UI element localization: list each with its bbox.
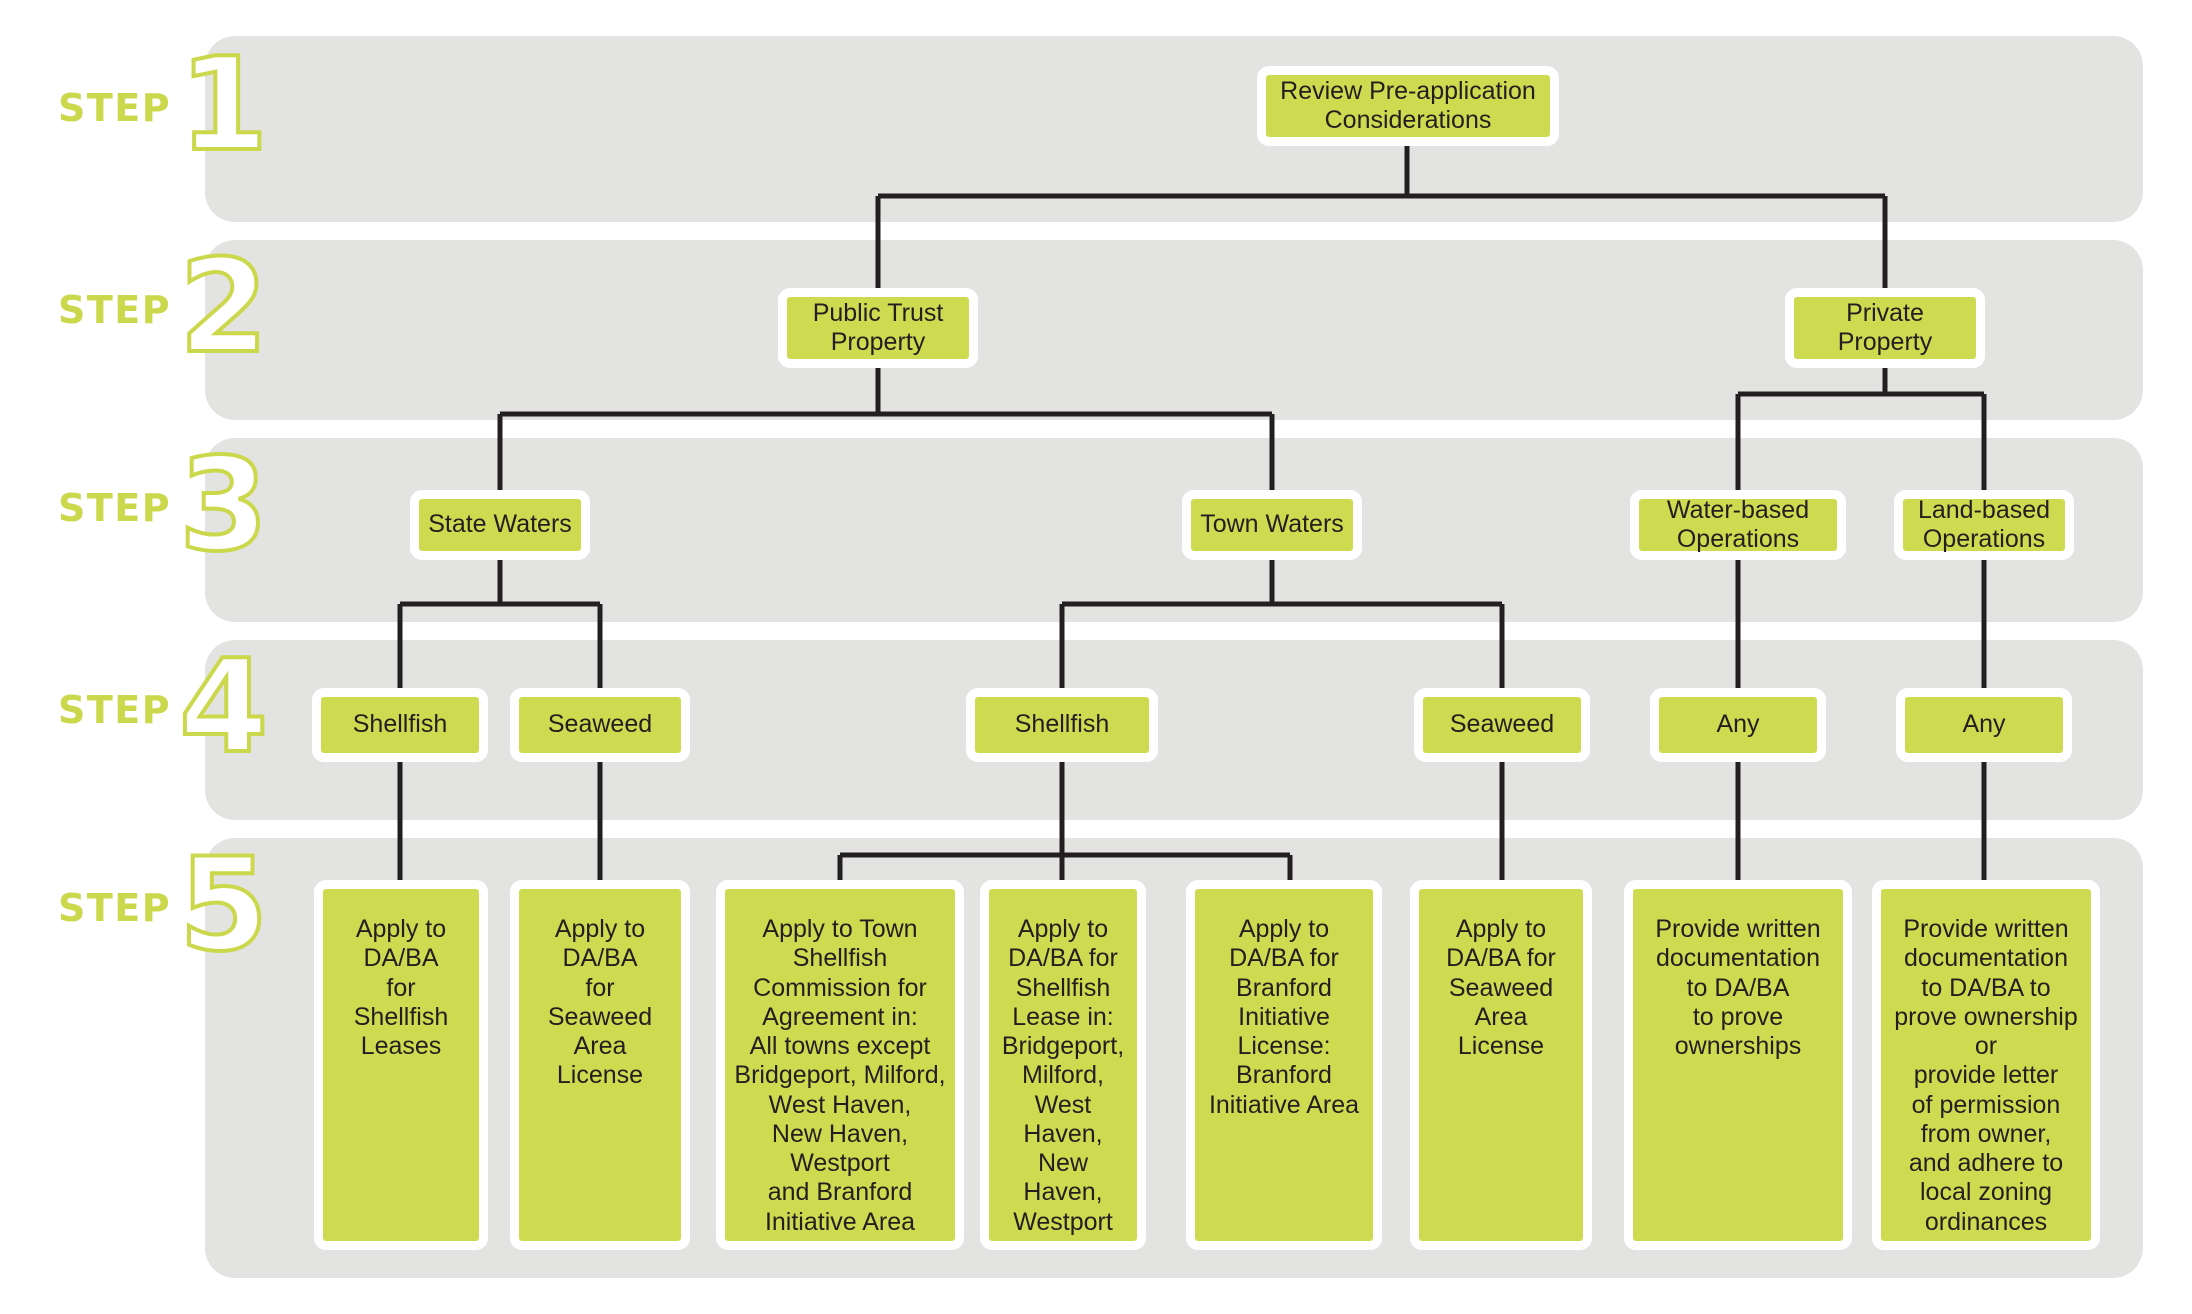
node-town-seaweed[interactable]: Seaweed bbox=[1414, 688, 1590, 762]
node-town-waters[interactable]: Town Waters bbox=[1182, 490, 1362, 560]
outcome-town-shellfish-lease[interactable]: Apply to DA/BA for Shellfish Lease in: B… bbox=[980, 880, 1146, 1250]
node-state-seaweed[interactable]: Seaweed bbox=[510, 688, 690, 762]
node-label: Seaweed bbox=[547, 710, 653, 739]
step-band-1 bbox=[205, 36, 2143, 222]
node-label: Provide written documentation to DA/BA t… bbox=[1894, 915, 2078, 1236]
node-land-based-operations[interactable]: Land-based Operations bbox=[1894, 490, 2074, 560]
node-land-based-any[interactable]: Any bbox=[1896, 688, 2072, 762]
node-water-based-operations[interactable]: Water-based Operations bbox=[1630, 490, 1846, 560]
outcome-state-shellfish-lease[interactable]: Apply to DA/BA for Shellfish Leases bbox=[314, 880, 488, 1250]
node-label: Private Property bbox=[1837, 298, 1933, 356]
node-town-shellfish[interactable]: Shellfish bbox=[966, 688, 1158, 762]
node-label: Provide written documentation to DA/BA t… bbox=[1655, 915, 1821, 1060]
node-label: State Waters bbox=[428, 510, 572, 539]
node-label: Review Pre-application Considerations bbox=[1280, 76, 1536, 134]
node-label: Land-based Operations bbox=[1917, 495, 2051, 553]
node-private-property[interactable]: Private Property bbox=[1785, 288, 1985, 368]
node-state-waters[interactable]: State Waters bbox=[410, 490, 590, 560]
node-label: Shellfish bbox=[1014, 710, 1110, 739]
node-label: Public Trust Property bbox=[812, 298, 944, 356]
node-label: Apply to DA/BA for Seaweed Area License bbox=[1446, 915, 1556, 1060]
node-state-shellfish[interactable]: Shellfish bbox=[312, 688, 488, 762]
node-label: Seaweed bbox=[1449, 710, 1555, 739]
node-label: Any bbox=[1962, 710, 2006, 739]
node-water-based-any[interactable]: Any bbox=[1650, 688, 1826, 762]
node-label: Apply to DA/BA for Shellfish Leases bbox=[353, 915, 449, 1060]
node-label: Shellfish bbox=[352, 710, 448, 739]
node-label: Apply to DA/BA for Seaweed Area License bbox=[547, 915, 653, 1090]
outcome-town-seaweed-license[interactable]: Apply to DA/BA for Seaweed Area License bbox=[1410, 880, 1592, 1250]
node-label: Water-based Operations bbox=[1666, 495, 1810, 553]
outcome-town-shellfish-commission[interactable]: Apply to Town Shellfish Commission for A… bbox=[716, 880, 964, 1250]
node-public-trust-property[interactable]: Public Trust Property bbox=[778, 288, 978, 368]
node-label: Apply to Town Shellfish Commission for A… bbox=[734, 915, 946, 1236]
node-label: Apply to DA/BA for Branford Initiative L… bbox=[1208, 915, 1360, 1119]
node-label: Apply to DA/BA for Shellfish Lease in: B… bbox=[1001, 915, 1125, 1236]
node-label: Any bbox=[1716, 710, 1760, 739]
outcome-water-based-documentation[interactable]: Provide written documentation to DA/BA t… bbox=[1624, 880, 1852, 1250]
outcome-branford-initiative-license[interactable]: Apply to DA/BA for Branford Initiative L… bbox=[1186, 880, 1382, 1250]
outcome-land-based-documentation[interactable]: Provide written documentation to DA/BA t… bbox=[1872, 880, 2100, 1250]
node-label: Town Waters bbox=[1200, 510, 1344, 539]
node-review-pre-application[interactable]: Review Pre-application Considerations bbox=[1257, 66, 1559, 146]
outcome-state-seaweed-license[interactable]: Apply to DA/BA for Seaweed Area License bbox=[510, 880, 690, 1250]
